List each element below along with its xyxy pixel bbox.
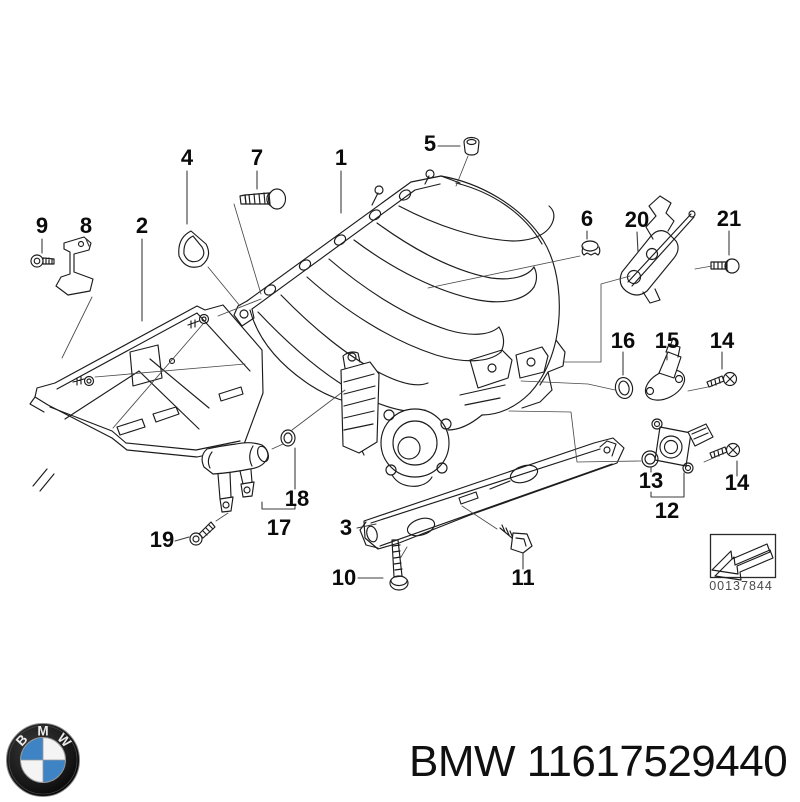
acoustic-cover-drawing xyxy=(29,304,264,492)
sensor-15-drawing xyxy=(644,337,686,401)
callout-3: 3 xyxy=(340,515,352,540)
callout-19: 19 xyxy=(150,527,174,552)
cap-nut-drawing xyxy=(463,136,480,156)
callout-18: 18 xyxy=(285,486,309,511)
screw-14b-drawing xyxy=(709,442,741,459)
callout-6: 6 xyxy=(581,206,593,231)
callout-15: 15 xyxy=(655,328,679,353)
screw-9-drawing xyxy=(30,254,55,268)
intake-manifold-drawing xyxy=(233,169,566,487)
callout-14a: 14 xyxy=(710,328,735,353)
callout-14b: 14 xyxy=(725,470,750,495)
callout-12: 12 xyxy=(655,498,679,523)
stamp-code: 00137844 xyxy=(709,579,773,593)
callout-20: 20 xyxy=(625,207,649,232)
seal-16-drawing xyxy=(614,377,634,399)
footer: B M W xyxy=(0,720,800,800)
bmw-roundel-icon: B M W xyxy=(6,723,80,797)
bolt-10-drawing xyxy=(389,539,409,591)
callout-4: 4 xyxy=(181,145,194,170)
callout-1: 1 xyxy=(335,145,347,170)
screw-19-drawing xyxy=(189,521,216,546)
callout-2: 2 xyxy=(136,213,148,238)
callout-21: 21 xyxy=(717,206,741,231)
callout-5: 5 xyxy=(424,131,436,156)
profile-gasket-drawing xyxy=(178,230,210,268)
o-ring-18-drawing xyxy=(280,429,296,447)
leader-lines xyxy=(41,145,738,579)
part-number-caption: BMW 11617529440 xyxy=(409,737,788,786)
cap-drawing xyxy=(581,240,601,256)
support-bracket-drawing xyxy=(359,437,625,550)
exploded-parts-diagram: 1 2 3 4 5 6 7 8 9 10 11 12 13 14 14 15 1… xyxy=(29,131,777,593)
screw-21-drawing xyxy=(710,258,740,274)
support-elbow-17-drawing xyxy=(201,442,270,513)
bolt-11-drawing xyxy=(499,524,533,554)
logo-letter-m: M xyxy=(37,724,48,739)
callout-labels: 1 2 3 4 5 6 7 8 9 10 11 12 13 14 14 15 1… xyxy=(36,131,750,590)
callout-7: 7 xyxy=(251,145,263,170)
o-ring-13-drawing xyxy=(641,450,659,468)
screw-14a-drawing xyxy=(706,371,738,388)
callout-8: 8 xyxy=(80,213,92,238)
callout-10: 10 xyxy=(332,565,356,590)
callout-16: 16 xyxy=(611,328,635,353)
holder-clip-drawing xyxy=(55,236,94,296)
sensor-12-drawing xyxy=(651,418,714,474)
stamp-box: 00137844 xyxy=(709,533,777,593)
callout-13: 13 xyxy=(639,468,663,493)
flange-bolt-drawing xyxy=(239,188,287,210)
callout-11: 11 xyxy=(511,565,534,590)
callout-9: 9 xyxy=(36,213,48,238)
callout-17: 17 xyxy=(267,515,291,540)
bracket-20-drawing xyxy=(619,195,696,304)
